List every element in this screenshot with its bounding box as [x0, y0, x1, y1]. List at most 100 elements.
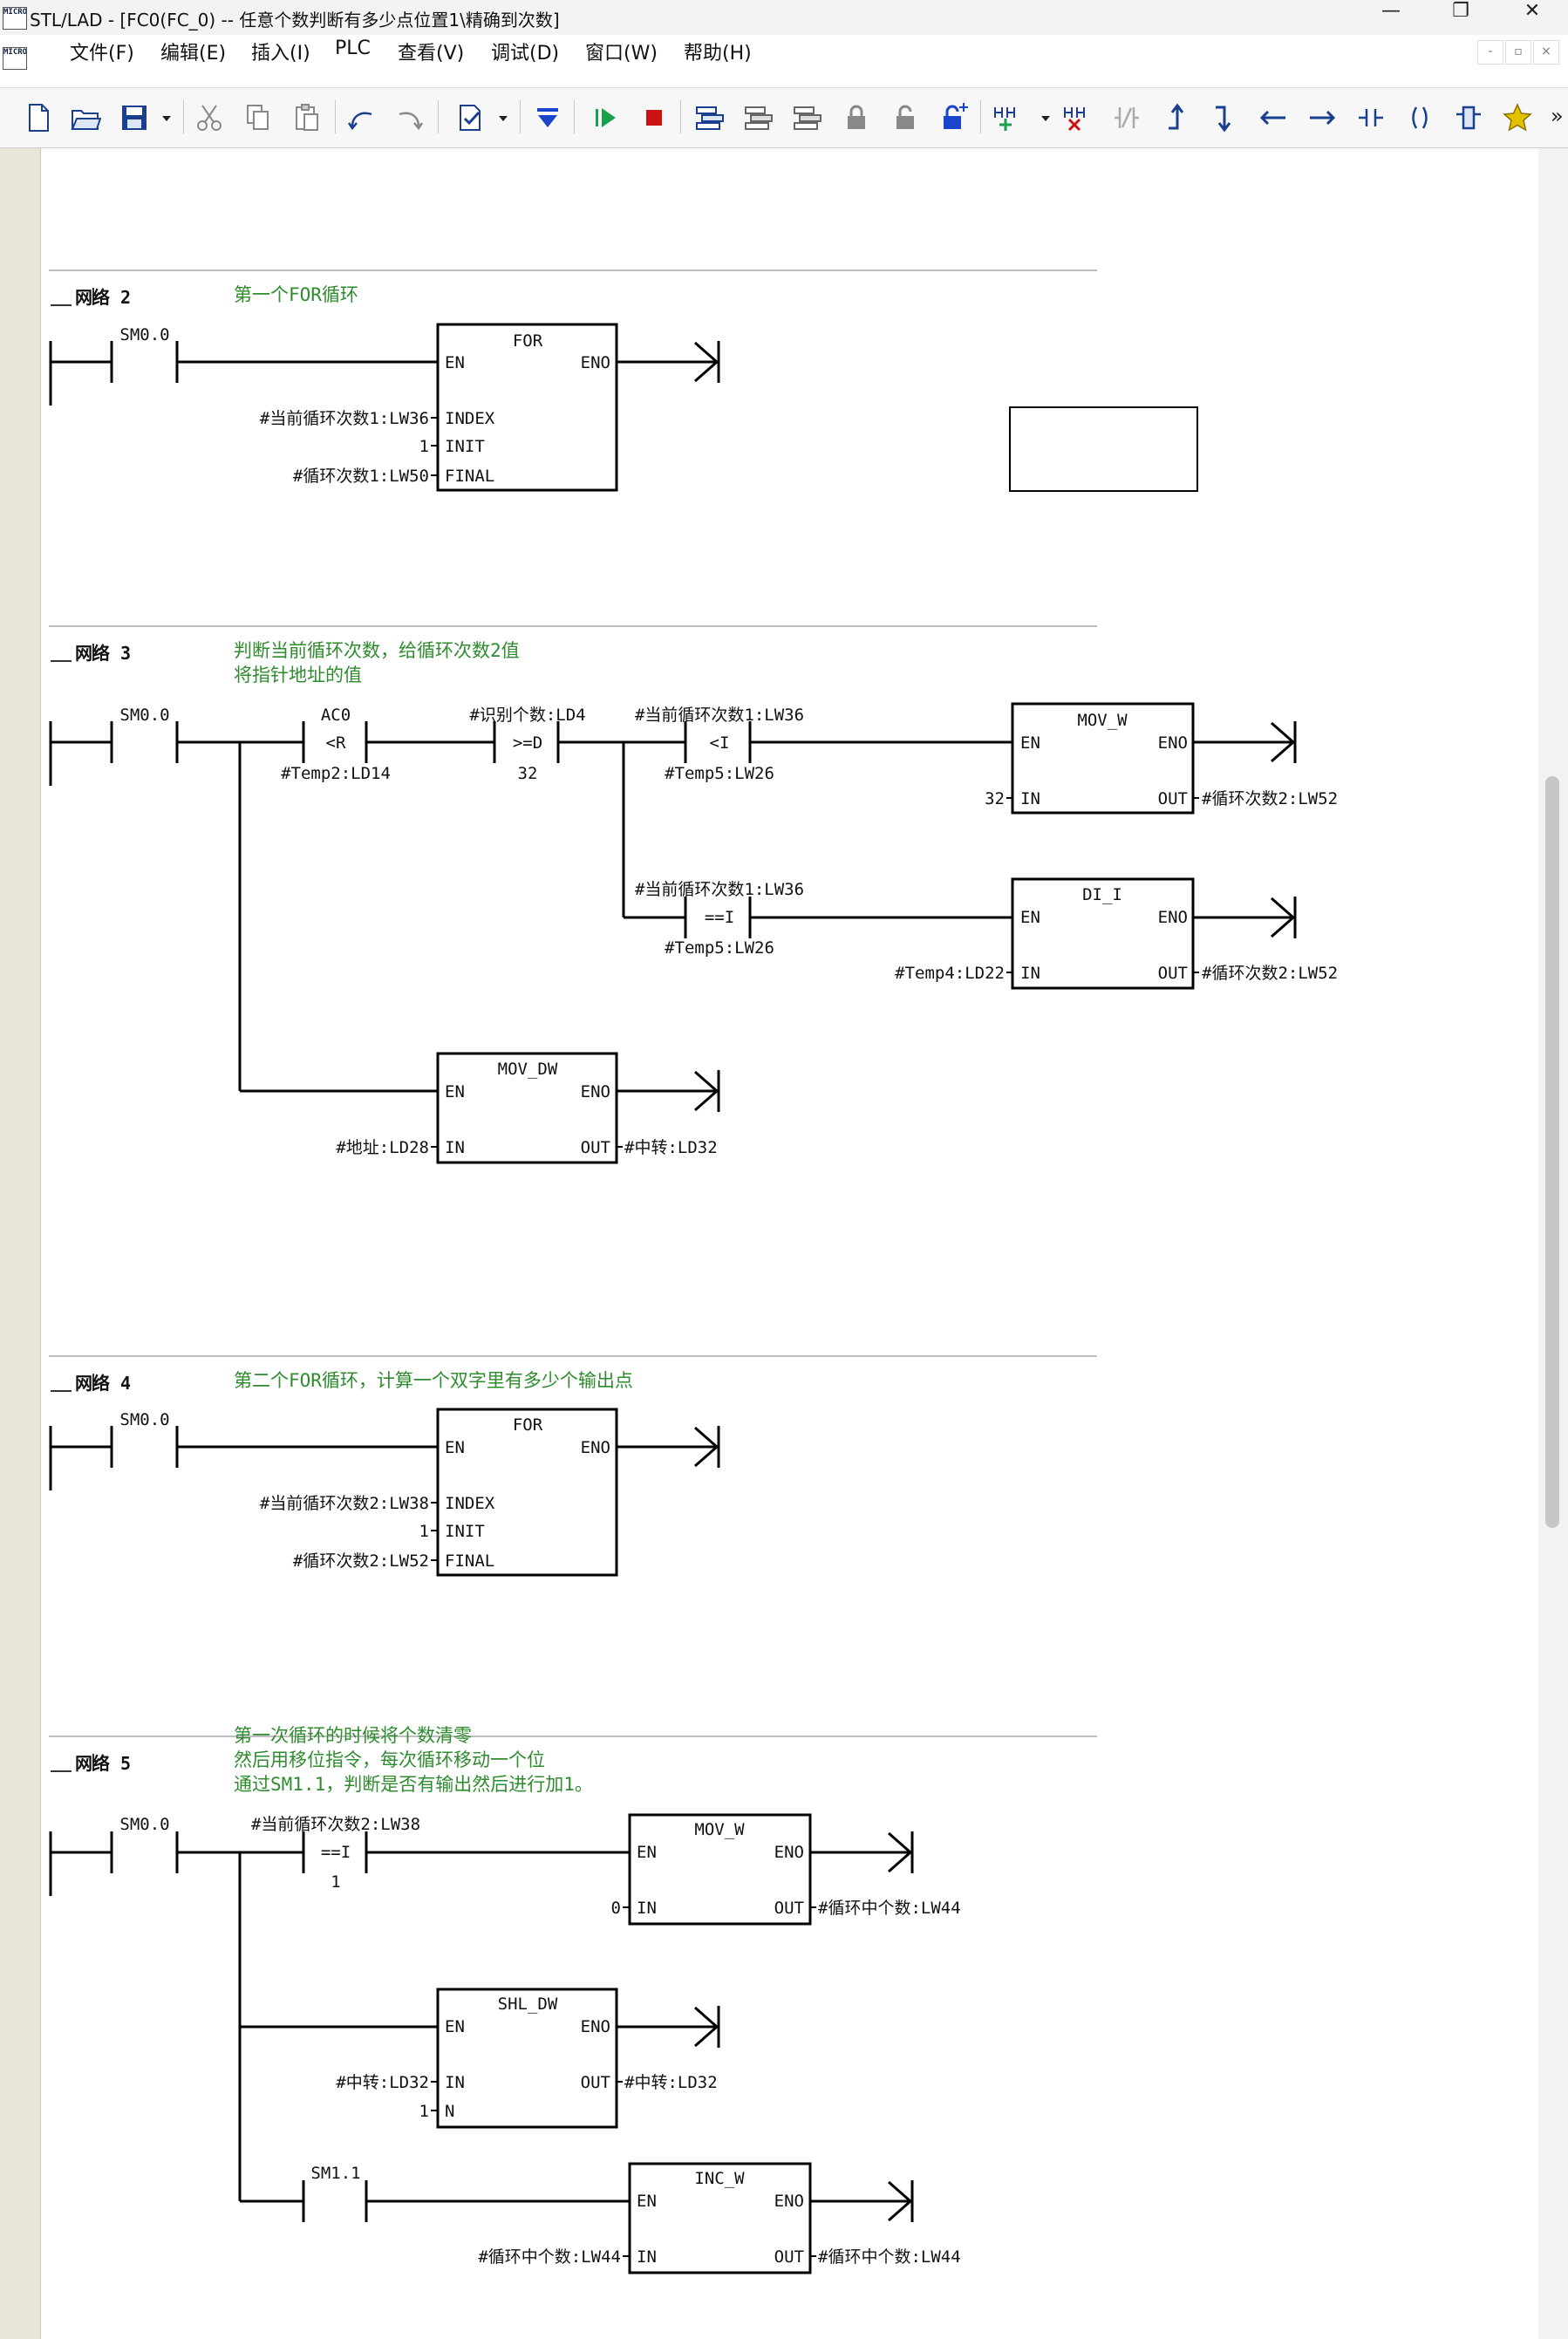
- toolbar-overflow-icon[interactable]: »: [1551, 104, 1564, 128]
- copy-icon[interactable]: [242, 102, 274, 133]
- open-folder-icon[interactable]: [70, 102, 101, 133]
- box-pin-in: IN: [637, 2247, 657, 2267]
- menu-window[interactable]: 窗口(W): [585, 43, 658, 65]
- lock-icon[interactable]: [841, 102, 872, 133]
- operand-out: #循环次数2:LW52: [1202, 789, 1338, 808]
- box-pin-en: EN: [1020, 908, 1040, 927]
- contact-label: SM0.0: [119, 706, 169, 725]
- download-icon[interactable]: [532, 102, 563, 133]
- menu-edit[interactable]: 编辑(E): [160, 43, 227, 65]
- delete-network-icon[interactable]: [743, 102, 774, 133]
- for-box: [436, 1408, 618, 1577]
- box-pin-out: OUT: [774, 2247, 804, 2267]
- redo-icon[interactable]: [394, 102, 426, 133]
- box-pin-en: EN: [1020, 733, 1040, 753]
- contact-icon[interactable]: [1355, 102, 1387, 133]
- compare-top-label: #识别个数:LD4: [469, 706, 585, 725]
- box-title: INC_W: [694, 2169, 745, 2188]
- network-label: 网络 3: [75, 643, 131, 664]
- mdi-minimize-button[interactable]: -: [1477, 40, 1503, 65]
- network-comment: 通过SM1.1，判断是否有输出然后进行加1。: [234, 1774, 593, 1795]
- insert-rung-dropdown-icon[interactable]: [1040, 102, 1052, 133]
- box-pin-init: INIT: [445, 1522, 485, 1541]
- minimize-button[interactable]: —: [1381, 0, 1401, 22]
- delete-rung-icon[interactable]: [1062, 102, 1097, 133]
- paste-icon[interactable]: [291, 102, 323, 133]
- favorite-icon[interactable]: [1502, 102, 1533, 133]
- box-pin-eno: ENO: [1158, 733, 1188, 753]
- unlock-icon[interactable]: [890, 102, 921, 133]
- collapse-toggle-icon: [51, 644, 94, 662]
- insert-network-icon[interactable]: [694, 102, 726, 133]
- box-pin-in: IN: [445, 2073, 465, 2092]
- restore-button[interactable]: ❐: [1452, 0, 1469, 22]
- compare-top-label: AC0: [321, 706, 351, 725]
- window-title: STL/LAD - [FC0(FC_0) -- 任意个数判断有多少点位置1\精确…: [30, 10, 560, 31]
- box-pin-eno: ENO: [581, 2017, 610, 2036]
- operand-in: #地址:LD28: [336, 1138, 429, 1157]
- mdi-restore-button[interactable]: ▫: [1505, 40, 1531, 65]
- box-pin-final: FINAL: [445, 467, 494, 486]
- box-pin-eno: ENO: [1158, 908, 1188, 927]
- for-box: [436, 323, 618, 492]
- undo-icon[interactable]: [345, 102, 377, 133]
- mov-w-box: [1011, 702, 1195, 815]
- box-pin-en: EN: [445, 353, 465, 372]
- operand-final: #循环次数1:LW50: [293, 467, 429, 486]
- menu-plc[interactable]: PLC: [335, 38, 371, 59]
- compile-icon[interactable]: [455, 102, 487, 133]
- stop-icon[interactable]: [638, 102, 670, 133]
- compare-operator: ==I: [321, 1843, 351, 1862]
- operand-in: #循环中个数:LW44: [478, 2247, 621, 2267]
- box-pin-eno: ENO: [581, 1082, 610, 1101]
- menu-insert[interactable]: 插入(I): [251, 43, 310, 65]
- contact-label: SM0.0: [119, 1410, 169, 1429]
- compare-operator: <R: [326, 733, 346, 753]
- box-pin-index: INDEX: [445, 1494, 495, 1513]
- box-icon[interactable]: [1453, 102, 1484, 133]
- box-pin-en: EN: [637, 1843, 657, 1862]
- shl-dw-box: [436, 1988, 618, 2129]
- network-icon[interactable]: [792, 102, 823, 133]
- line-right-icon[interactable]: [1306, 102, 1338, 133]
- box-title: FOR: [513, 1415, 543, 1435]
- network-label: 网络 4: [75, 1373, 131, 1394]
- save-dropdown-icon[interactable]: [160, 102, 173, 133]
- scrollbar-thumb[interactable]: [1545, 776, 1559, 1528]
- mdi-close-button[interactable]: ×: [1533, 40, 1559, 65]
- compare-top-label: #当前循环次数1:LW36: [635, 706, 804, 725]
- operand-index: #当前循环次数1:LW36: [260, 409, 429, 428]
- menu-help[interactable]: 帮助(H): [684, 43, 752, 65]
- new-file-icon[interactable]: [23, 102, 54, 133]
- menu-debug[interactable]: 调试(D): [491, 43, 560, 65]
- edge-icon[interactable]: [1111, 102, 1142, 133]
- insert-rung-icon[interactable]: [992, 102, 1027, 133]
- box-pin-out: OUT: [774, 1899, 804, 1918]
- cut-icon[interactable]: [194, 102, 225, 133]
- branch-down-icon[interactable]: [1209, 102, 1240, 133]
- eno-output-arrow: [888, 1831, 913, 1873]
- branch-up-icon[interactable]: [1160, 102, 1191, 133]
- close-button[interactable]: ✕: [1524, 0, 1541, 22]
- compare-bottom-label: #Temp5:LW26: [665, 938, 774, 958]
- operand-out: #循环中个数:LW44: [818, 2247, 961, 2267]
- operand-out: #中转:LD32: [624, 2073, 718, 2092]
- compile-dropdown-icon[interactable]: [497, 102, 509, 133]
- box-pin-in: IN: [445, 1138, 465, 1157]
- box-pin-eno: ENO: [581, 1438, 610, 1457]
- menu-file[interactable]: 文件(F): [70, 43, 134, 65]
- menu-view[interactable]: 查看(V): [398, 43, 465, 65]
- line-left-icon[interactable]: [1258, 102, 1289, 133]
- run-icon[interactable]: [590, 102, 621, 133]
- network-comment: 判断当前循环次数，给循环次数2值: [234, 640, 520, 661]
- compare-bottom-label: 1: [331, 1872, 340, 1892]
- compare-bottom-label: #Temp5:LW26: [665, 764, 774, 783]
- coil-icon[interactable]: [1404, 102, 1435, 133]
- contact-label: SM0.0: [119, 325, 169, 344]
- save-icon[interactable]: [119, 102, 150, 133]
- inc-w-box: [628, 2162, 812, 2274]
- network-comment: 第二个FOR循环，计算一个双字里有多少个输出点: [234, 1370, 633, 1391]
- box-pin-out: OUT: [581, 2073, 610, 2092]
- protect-icon[interactable]: [938, 102, 970, 133]
